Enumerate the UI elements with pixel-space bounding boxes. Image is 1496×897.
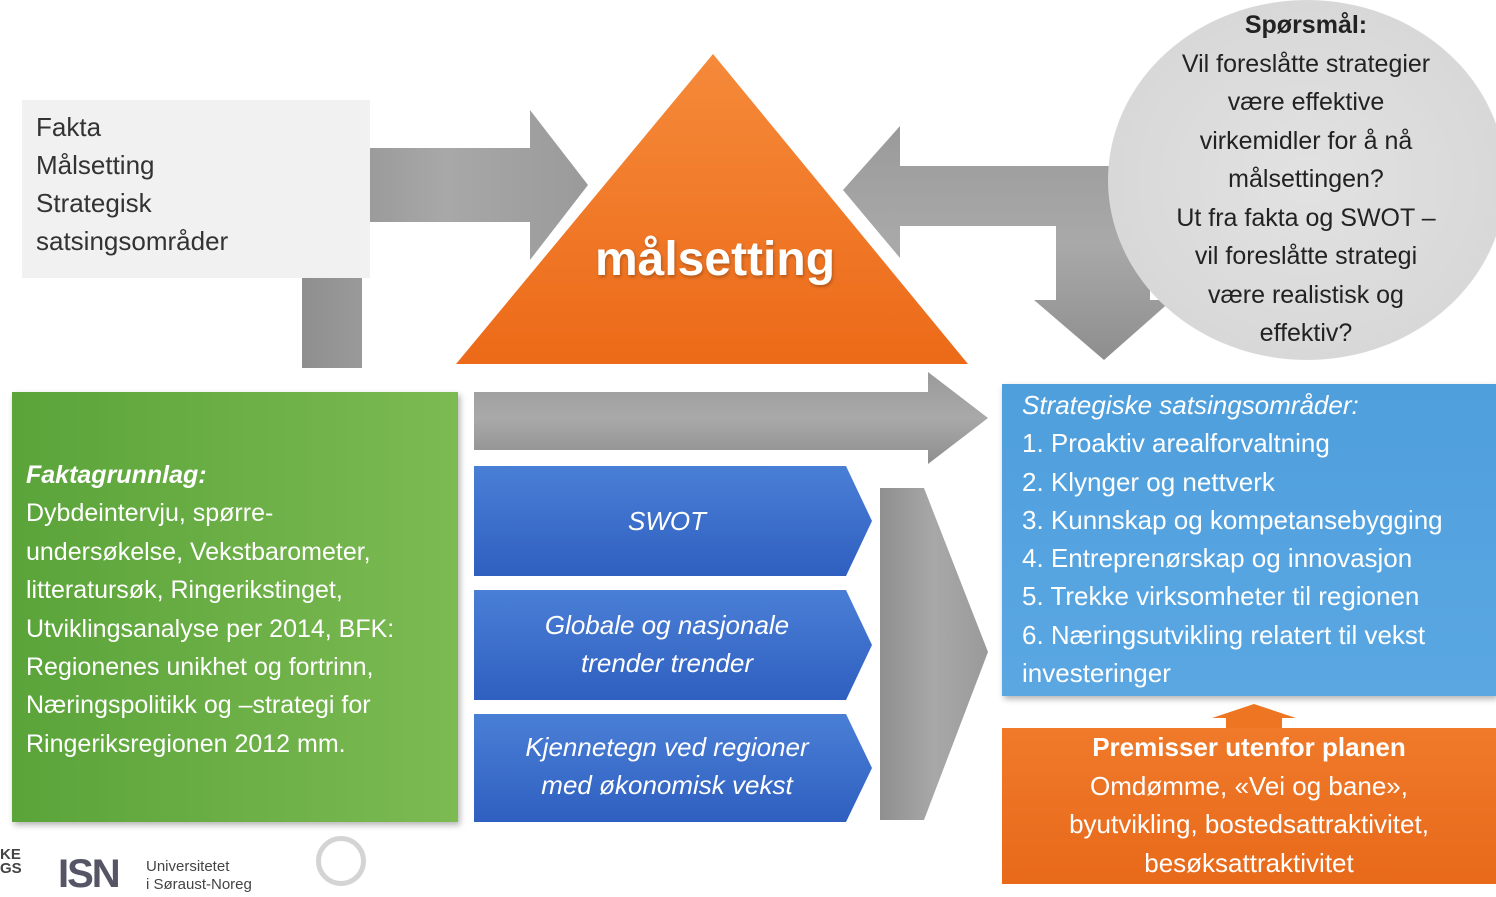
chevron-line: Kjennetegn ved regioner [525,732,809,762]
question-title: Spørsmål: [1244,11,1368,39]
goal-triangle [456,54,968,364]
strategic-area-item: 1. Proaktiv arealforvaltning [1022,428,1330,459]
chevron-trends-label: Globale og nasjonale trender trender [474,606,860,682]
faktagrunnlag-text: Faktagrunnlag: Dybdeintervju, spørre- un… [26,456,454,763]
chevron-line: med økonomisk vekst [541,770,793,800]
strategic-areas-text: Strategiske satsingsområder: 1. Proaktiv… [1022,386,1496,692]
fakta-item: Strategisk [36,188,152,218]
premises-box [1002,728,1496,884]
arrow-goal-to-strategy [843,126,1172,360]
strategic-area-item: 4. Entreprenørskap og innovasjon [1022,543,1413,574]
logo-ring-icon [316,836,366,886]
faktagrunnlag-line: Ringeriksregionen 2012 mm. [26,729,346,758]
premises-text: Premisser utenfor planen Omdømme, «Vei o… [1002,728,1496,882]
arrow-fakta-to-goal [302,110,588,368]
fakta-item: Målsetting [36,150,155,180]
faktagrunnlag-box [12,392,458,822]
chevron-growth [474,714,872,822]
chevron-trends [474,590,872,700]
faktagrunnlag-title: Faktagrunnlag: [26,461,207,489]
strategic-area-item: 6. Næringsutvikling relatert til vekst [1022,619,1426,650]
logo-ke: KE GS [0,846,22,877]
faktagrunnlag-line: Dybdeintervju, spørre- [26,499,274,528]
question-bubble [1108,0,1496,360]
strategic-areas-box [1002,384,1496,696]
premises-line: besøksattraktivitet [1144,847,1354,878]
strategic-area-item: investeringer [1022,658,1171,689]
question-line: Vil foreslåtte strategier [1181,49,1431,78]
arrow-chevrons-to-strategy [880,488,988,820]
faktagrunnlag-line: Regionenes unikhet og fortrinn, [26,653,374,682]
chevron-line: SWOT [628,506,706,536]
arrow-premises-up [1212,704,1296,728]
strategic-areas-title: Strategiske satsingsområder: [1022,390,1359,420]
fakta-box [22,100,370,278]
strategic-area-item: 2. Klynger og nettverk [1022,466,1275,497]
question-line: være effektive [1227,88,1385,116]
logo-university: Universitetet i Søraust-Noreg [146,858,252,893]
question-line: være realistisk og [1208,280,1404,309]
faktagrunnlag-line: undersøkelse, Vekstbarometer, [26,537,371,566]
question-line: vil foreslåtte strategi [1194,242,1418,270]
strategic-area-item: 5. Trekke virksomheter til regionen [1022,581,1420,612]
goal-label: målsetting [594,233,836,286]
premises-title: Premisser utenfor planen [1092,732,1406,762]
arrow-middle-to-strategy [474,372,988,464]
premises-line: Omdømme, «Vei og bane», [1090,770,1408,801]
question-line: Ut fra fakta og SWOT – [1176,203,1436,232]
question-line: effektiv? [1259,319,1353,347]
faktagrunnlag-line: Utviklingsanalyse per 2014, BFK: [26,614,395,643]
question-line: virkemidler for å nå [1199,126,1413,155]
chevron-swot [474,466,872,576]
faktagrunnlag-line: litteratursøk, Ringerikstinget, [26,576,343,605]
fakta-item: satsingsområder [36,226,229,256]
faktagrunnlag-line: Næringspolitikk og –strategi for [26,691,371,720]
logo-isn: ISN [58,852,121,896]
question-text: Spørsmål: Vil foreslåtte strategier være… [1128,6,1484,353]
chevron-swot-label: SWOT [474,502,860,540]
fakta-item: Fakta [36,112,102,142]
premises-line: byutvikling, bostedsattraktivitet, [1069,809,1429,839]
chevron-line: Globale og nasjonale [544,610,790,640]
strategic-area-item: 3. Kunnskap og kompetansebygging [1022,504,1443,535]
chevron-line: trender trender [581,648,753,678]
question-line: målsettingen? [1228,165,1384,193]
fakta-list: Fakta Målsetting Strategisk satsingsområ… [36,108,228,260]
chevron-growth-label: Kjennetegn ved regioner med økonomisk ve… [474,728,860,804]
